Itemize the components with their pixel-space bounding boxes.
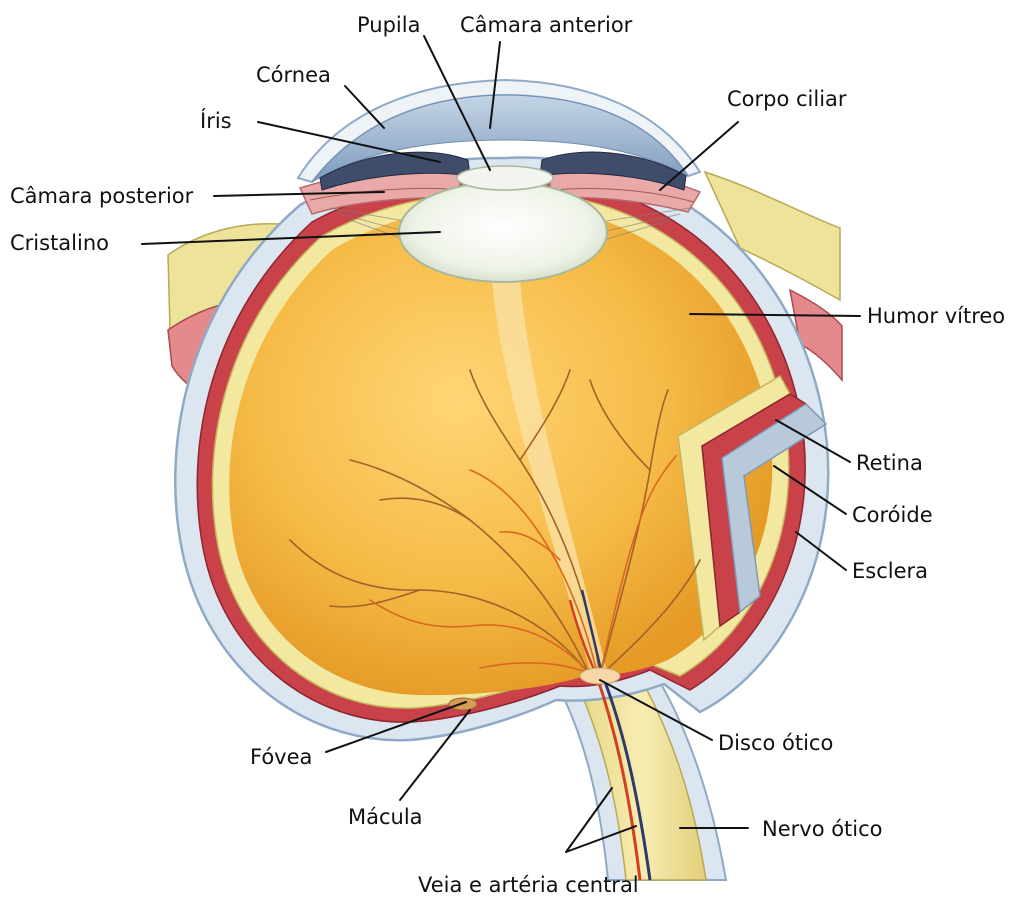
label-camara-anterior: Câmara anterior (460, 13, 633, 37)
label-cristalino: Cristalino (10, 231, 109, 255)
label-cornea: Córnea (256, 63, 331, 87)
label-pupila: Pupila (357, 13, 420, 37)
label-coroide: Coróide (852, 503, 933, 527)
label-humor-vitreo: Humor vítreo (867, 304, 1005, 328)
label-camara-posterior: Câmara posterior (10, 184, 194, 208)
label-iris: Íris (200, 108, 232, 133)
label-nervo-otico: Nervo ótico (762, 817, 883, 841)
label-fovea: Fóvea (250, 745, 312, 769)
label-disco-otico: Disco ótico (718, 731, 833, 755)
label-corpo-ciliar: Corpo ciliar (727, 87, 847, 111)
lens-front-bulge (457, 166, 553, 190)
label-veia-arteria: Veia e artéria central (418, 873, 639, 897)
optic-disc (580, 668, 620, 684)
label-retina: Retina (856, 451, 923, 475)
label-esclera: Esclera (852, 559, 928, 583)
label-macula: Mácula (348, 805, 423, 829)
